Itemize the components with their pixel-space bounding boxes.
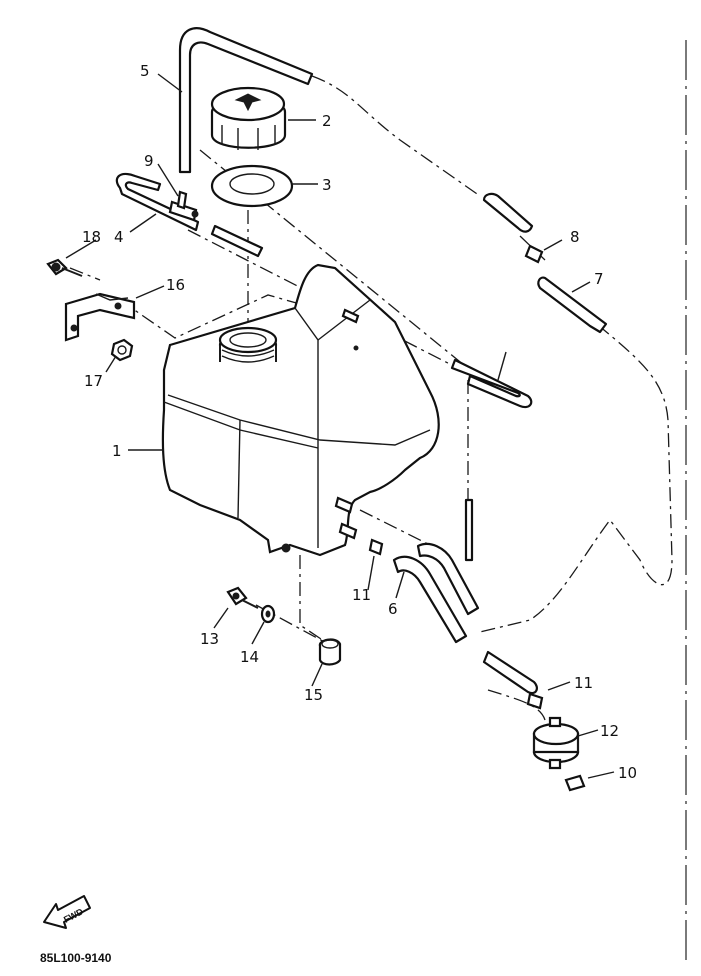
lower-hoses <box>392 498 538 695</box>
callout-13: 13 <box>200 630 219 648</box>
t-fitting <box>168 190 199 222</box>
callout-2: 2 <box>322 112 332 130</box>
mounting-bracket <box>64 292 136 342</box>
reservoir-cap <box>210 86 287 150</box>
callout-3: 3 <box>322 176 332 194</box>
callout-1: 1 <box>112 442 122 460</box>
leader-lines <box>65 73 615 779</box>
callout-9: 9 <box>144 152 154 170</box>
upper-right-hoses <box>482 192 608 334</box>
callout-17: 17 <box>84 372 103 390</box>
callout-11-upper: 11 <box>352 586 371 604</box>
breather-pipe <box>115 172 533 409</box>
reservoir-tank <box>161 263 440 557</box>
vent-hose <box>178 27 314 174</box>
callout-labels: 1 2 3 4 5 6 7 8 9 10 11 11 12 13 14 15 1… <box>82 62 637 782</box>
bracket-nut <box>110 338 134 362</box>
callout-16: 16 <box>166 276 185 294</box>
callout-15: 15 <box>304 686 323 704</box>
mount-bolt <box>226 586 259 609</box>
callout-18: 18 <box>82 228 101 246</box>
bracket-bolt <box>46 258 83 277</box>
diagram-code: 85L100-9140 <box>40 951 112 965</box>
callout-4: 4 <box>114 228 124 246</box>
hose-clamps <box>368 538 544 710</box>
callout-5: 5 <box>140 62 150 80</box>
filter-clip <box>564 774 586 792</box>
callout-12: 12 <box>600 722 619 740</box>
callout-7: 7 <box>594 270 604 288</box>
mount-grommet <box>318 638 342 666</box>
inline-filter <box>532 716 580 770</box>
callout-10: 10 <box>618 764 637 782</box>
mount-washer <box>260 604 276 624</box>
fwd-arrow-icon: FWD <box>43 895 91 929</box>
callout-8: 8 <box>570 228 580 246</box>
callout-11-lower: 11 <box>574 674 593 692</box>
cap-gasket <box>210 164 294 208</box>
callout-14: 14 <box>240 648 259 666</box>
callout-6: 6 <box>388 600 398 618</box>
